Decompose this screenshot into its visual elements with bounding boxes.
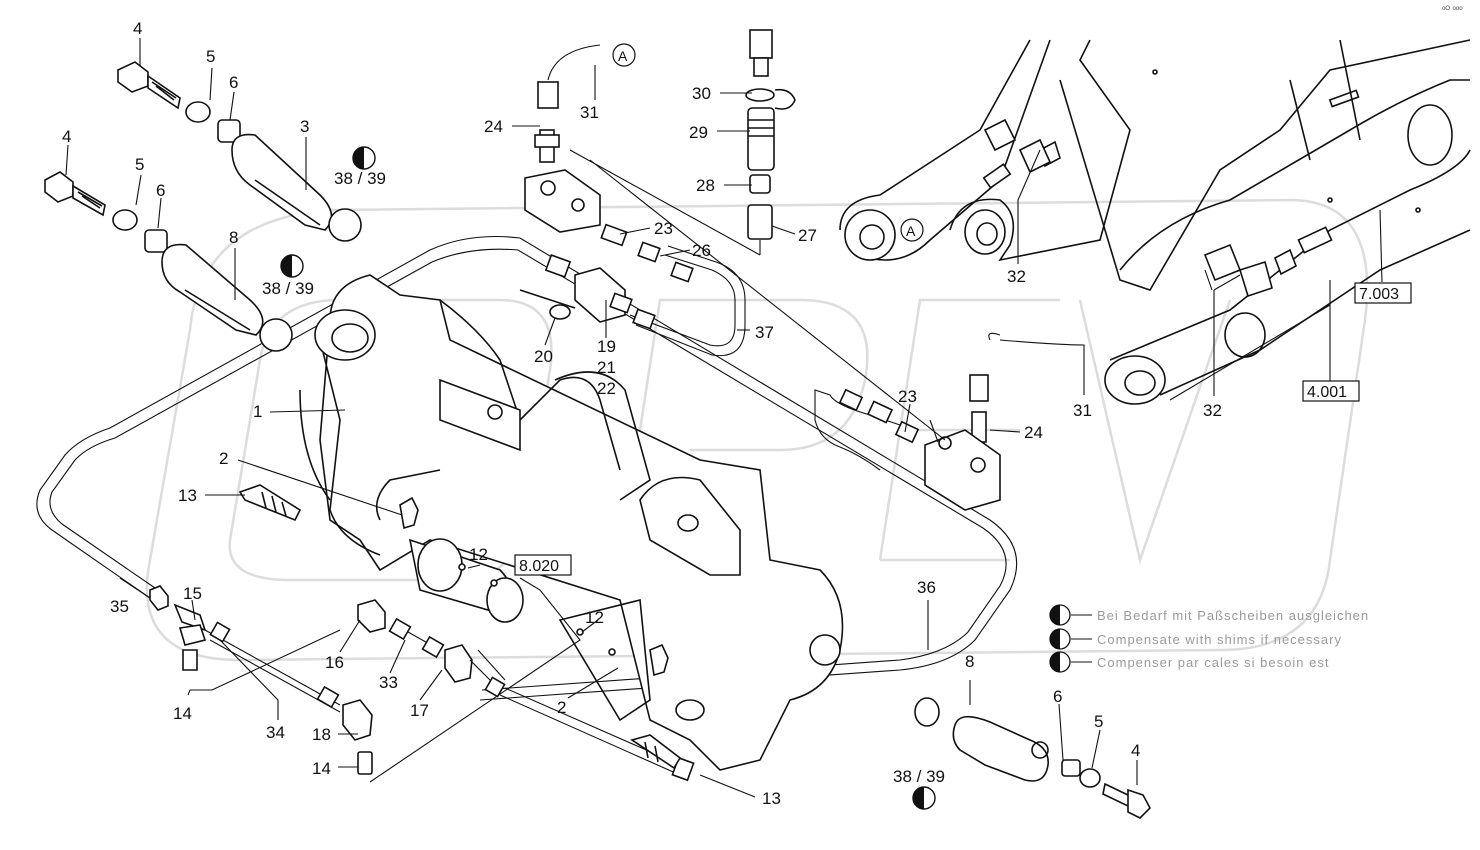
callout-6: 6 — [229, 73, 238, 92]
legend-row: Compensate with shims if necessary — [1049, 628, 1342, 650]
pin-bolt-set-bottom-right — [914, 697, 1151, 819]
callout-6: 6 — [1053, 687, 1062, 706]
shim-symbols — [280, 146, 936, 810]
shim-symbol-icon — [352, 146, 376, 170]
svg-text:A: A — [618, 48, 628, 64]
corner-code: ᵒᴼ ᵒᵒᵒ — [1442, 4, 1463, 14]
legend-text-de: Bei Bedarf mit Paßscheiben ausgleichen — [1097, 608, 1369, 623]
callout-8: 8 — [965, 652, 974, 671]
legend-row: Bei Bedarf mit Paßscheiben ausgleichen — [1049, 604, 1369, 626]
callout-27: 27 — [798, 226, 817, 245]
hydraulic-line-loop — [36, 236, 1018, 701]
callout-24: 24 — [484, 117, 503, 136]
callout-5: 5 — [1094, 712, 1103, 731]
callout-18: 18 — [312, 725, 331, 744]
callout-17: 17 — [410, 701, 429, 720]
callout-5: 5 — [206, 47, 215, 66]
hose-fittings-lower — [149, 484, 695, 782]
callout-23: 23 — [898, 387, 917, 406]
marker-a-top: A — [612, 43, 636, 67]
callout-5: 5 — [135, 155, 144, 174]
callout-32: 32 — [1203, 401, 1222, 420]
callout-38-39: 38 / 39 — [334, 169, 386, 188]
reference-box-8020: 8.020 — [514, 554, 572, 576]
callout-33: 33 — [379, 673, 398, 692]
svg-text:7.003: 7.003 — [1359, 286, 1399, 303]
shim-legend: Bei Bedarf mit Paßscheiben ausgleichen C… — [1049, 604, 1369, 673]
callout-26: 26 — [692, 241, 711, 260]
callout-28: 28 — [696, 176, 715, 195]
pin-bolt-set-lower — [44, 171, 293, 352]
callout-19: 19 — [597, 337, 616, 356]
quick-coupler-body — [299, 274, 844, 771]
svg-text:8.020: 8.020 — [519, 558, 559, 575]
callout-31: 31 — [1073, 401, 1092, 420]
leader-lines — [65, 38, 1383, 798]
callout-22: 22 — [597, 379, 616, 398]
pin-bolt-set-upper — [117, 61, 362, 242]
callout-4: 4 — [133, 19, 142, 38]
hose-fittings-right — [814, 332, 1001, 511]
callout-8: 8 — [229, 228, 238, 247]
callout-30: 30 — [692, 84, 711, 103]
callout-14: 14 — [312, 759, 331, 778]
reference-box-4001: 4.001 — [1302, 380, 1360, 402]
svg-text:A: A — [906, 223, 916, 239]
callout-20: 20 — [534, 347, 553, 366]
callout-15: 15 — [183, 584, 202, 603]
callout-6: 6 — [156, 181, 165, 200]
callout-36: 36 — [917, 578, 936, 597]
callout-23: 23 — [654, 219, 673, 238]
callout-4: 4 — [1131, 741, 1140, 760]
legend-text-fr: Compenser par cales si besoin est — [1097, 655, 1329, 670]
callout-24: 24 — [1024, 423, 1043, 442]
callout-31: 31 — [580, 103, 599, 122]
callout-12: 12 — [585, 608, 604, 627]
callout-12: 12 — [469, 545, 488, 564]
callout-32: 32 — [1007, 267, 1026, 286]
callout-21: 21 — [597, 358, 616, 377]
shim-symbol-icon — [280, 254, 304, 278]
callout-1: 1 — [253, 402, 262, 421]
half-circle-icon — [1049, 651, 1071, 673]
callout-38-39: 38 / 39 — [893, 767, 945, 786]
hose-fittings-top — [519, 29, 796, 357]
svg-text:4.001: 4.001 — [1307, 384, 1347, 401]
callout-13: 13 — [178, 486, 197, 505]
callout-29: 29 — [689, 123, 708, 142]
callout-37: 37 — [755, 323, 774, 342]
callout-34: 34 — [266, 723, 285, 742]
legend-row: Compenser par cales si besoin est — [1049, 651, 1329, 673]
callout-labels: 4 5 6 3 38 / 39 4 5 6 8 38 / 39 1 2 13 1… — [62, 19, 1222, 808]
half-circle-icon — [1049, 604, 1071, 626]
callout-38-39: 38 / 39 — [262, 279, 314, 298]
shim-symbol-icon — [912, 786, 936, 810]
callout-2: 2 — [557, 698, 566, 717]
half-circle-icon — [1049, 628, 1071, 650]
marker-a-boom: A — [900, 218, 924, 242]
legend-text-en: Compensate with shims if necessary — [1097, 632, 1342, 647]
callout-35: 35 — [110, 597, 129, 616]
callout-13: 13 — [762, 789, 781, 808]
callout-2: 2 — [219, 449, 228, 468]
loader-boom-arms — [839, 39, 1471, 405]
callout-16: 16 — [325, 653, 344, 672]
reference-box-7003: 7.003 — [1354, 282, 1412, 304]
callout-4: 4 — [62, 127, 71, 146]
callout-14: 14 — [173, 704, 192, 723]
callout-3: 3 — [300, 117, 309, 136]
